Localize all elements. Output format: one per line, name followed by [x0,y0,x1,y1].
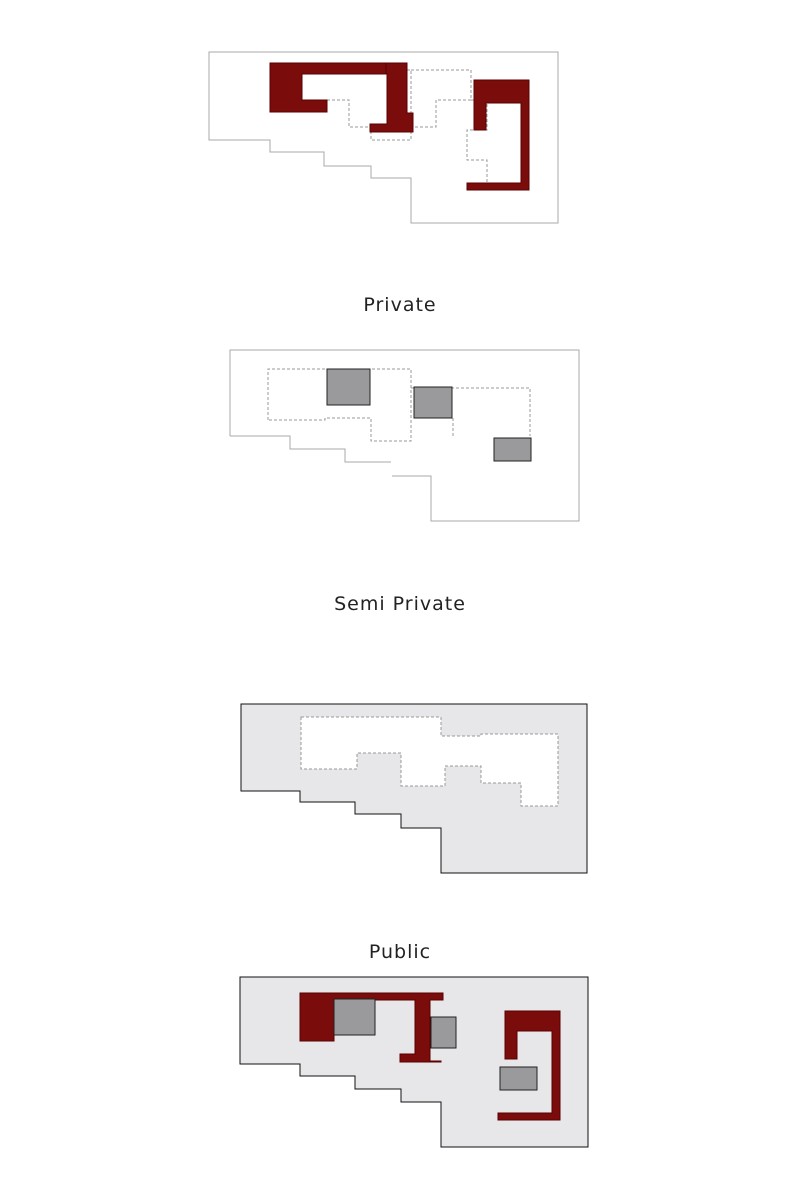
public-zone-diagram [240,703,588,874]
private-zone [466,79,530,191]
semi-private-zone [430,1016,457,1049]
private-zones-diagram [208,51,559,224]
semi-private-zone [493,437,532,462]
room-outline-dashed [411,387,531,436]
site-outline [230,435,391,463]
semi-private-zone [499,1066,538,1091]
semi-private-zone [333,998,376,1036]
semi-private-zone [326,368,371,406]
combined-zones-diagram [239,976,589,1148]
private-zone [369,62,414,133]
site-outline [208,51,559,224]
building-footprint [300,716,559,807]
room-outline-dashed [411,69,472,128]
semi-private-zone [413,386,453,419]
room-outline-dashed [267,368,412,442]
private-zone [497,1010,561,1121]
legend-label-semi-private: Semi Private [334,593,466,615]
legend-label-private: Private [363,294,437,316]
semi-private-zones-diagram [229,349,580,522]
legend-label-public: Public [368,941,432,963]
site-outline [229,349,580,522]
